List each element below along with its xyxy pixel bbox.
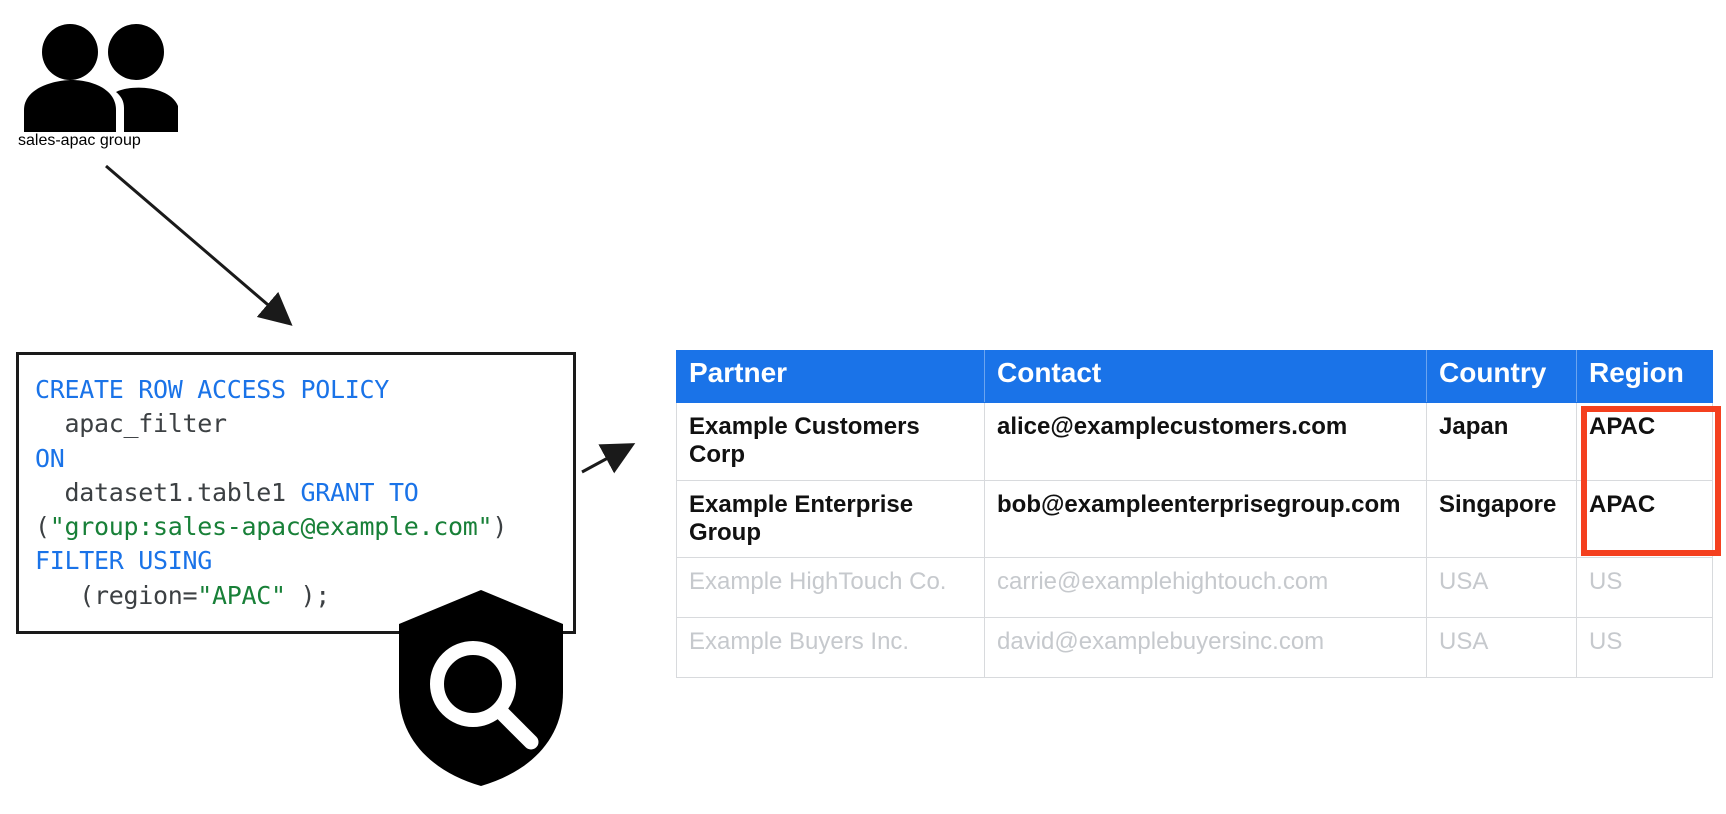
cell-contact: bob@exampleenterprisegroup.com (984, 479, 1427, 559)
cell-region: US (1576, 617, 1713, 679)
cell-contact: david@examplebuyersinc.com (984, 617, 1427, 679)
people-group-icon (24, 24, 178, 132)
cell-region: APAC (1576, 479, 1713, 559)
cell-contact: alice@examplecustomers.com (984, 402, 1427, 481)
group-label: sales-apac group (18, 132, 141, 149)
cell-contact: carrie@examplehightouch.com (984, 557, 1427, 619)
column-header-country[interactable]: Country (1426, 350, 1577, 403)
group-node: sales-apac group (18, 22, 248, 150)
cell-partner: Example HighTouch Co. (676, 557, 985, 619)
row-access-policy-code-block: CREATE ROW ACCESS POLICY apac_filter ON … (16, 352, 576, 634)
cell-country: Japan (1426, 402, 1577, 481)
table-row-filtered-out[interactable]: Example HighTouch Co. carrie@examplehigh… (676, 557, 1713, 619)
cell-country: Singapore (1426, 479, 1577, 559)
table-header-row: Partner Contact Country Region (676, 350, 1713, 403)
cell-partner: Example Customers Corp (676, 402, 985, 481)
cell-partner: Example Buyers Inc. (676, 617, 985, 679)
cell-partner: Example Enterprise Group (676, 479, 985, 559)
column-header-contact[interactable]: Contact (984, 350, 1427, 403)
table-row-filtered-out[interactable]: Example Buyers Inc. david@examplebuyersi… (676, 617, 1713, 679)
partners-table: Partner Contact Country Region Example C… (676, 350, 1713, 679)
column-header-region[interactable]: Region (1576, 350, 1713, 403)
table-row[interactable]: Example Customers Corp alice@examplecust… (676, 402, 1713, 481)
cell-country: USA (1426, 617, 1577, 679)
column-header-partner[interactable]: Partner (676, 350, 985, 403)
cell-region: US (1576, 557, 1713, 619)
cell-country: USA (1426, 557, 1577, 619)
cell-region: APAC (1576, 402, 1713, 481)
table-row[interactable]: Example Enterprise Group bob@exampleente… (676, 479, 1713, 559)
group-to-policy-arrow (105, 164, 293, 326)
sql-code-text: CREATE ROW ACCESS POLICY apac_filter ON … (35, 375, 508, 610)
shield-search-icon (399, 590, 563, 786)
